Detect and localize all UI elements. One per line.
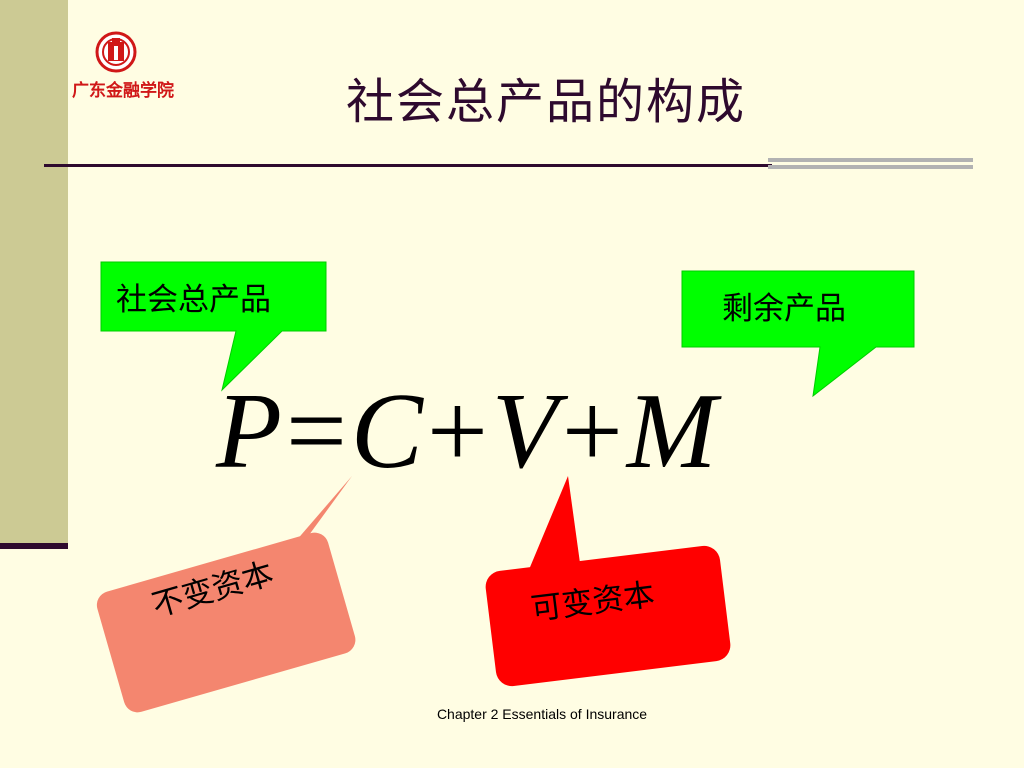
callout-constant-capital-shape: [96, 476, 356, 713]
equation-plus-1: +: [426, 372, 488, 491]
callout-total-product-label: 社会总产品: [116, 282, 271, 318]
title-underline: [44, 164, 772, 167]
slide-title: 社会总产品的构成: [345, 74, 746, 130]
equation-m: M: [626, 372, 717, 491]
slide-footer: Chapter 2 Essentials of Insurance: [436, 706, 648, 722]
equation-v: V: [491, 372, 558, 491]
callout-total-product-shape: [100, 261, 327, 392]
callout-surplus-product-label: 剩余产品: [722, 291, 846, 327]
equation: P=C+V+M: [216, 372, 856, 492]
left-accent-bar: [0, 0, 68, 543]
college-logo-icon: 广东金融学院: [72, 31, 174, 101]
logo-text: 广东金融学院: [72, 80, 174, 101]
left-accent-bar-foot: [0, 543, 68, 549]
equation-c: C: [350, 372, 423, 491]
college-logo: 广东金融学院: [68, 28, 176, 102]
callout-surplus-product-shape: [681, 270, 915, 398]
equation-p: P: [216, 372, 282, 491]
callout-variable-capital-shape: [485, 476, 731, 687]
equation-equals: =: [285, 372, 347, 491]
title-underline-accent: [768, 158, 973, 178]
equation-plus-2: +: [561, 372, 623, 491]
